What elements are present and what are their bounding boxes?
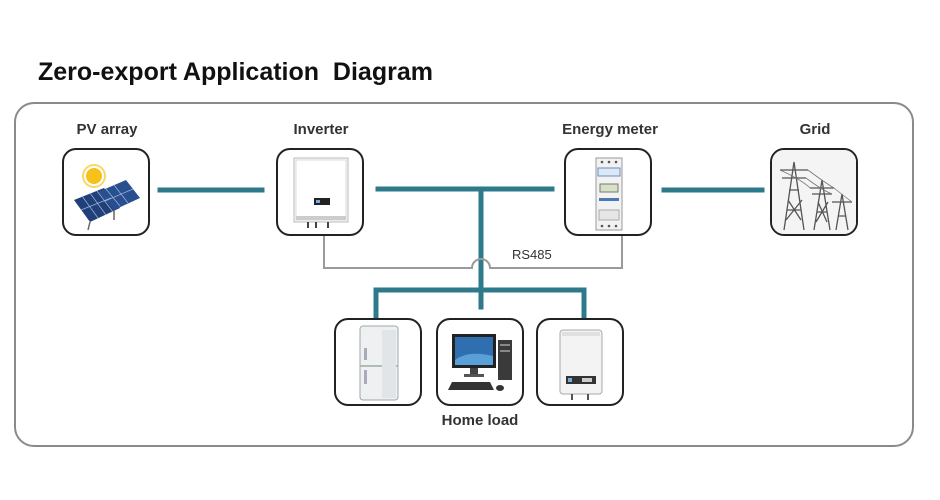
computer-box: [436, 318, 524, 406]
energy-meter-icon: [595, 157, 623, 231]
home-load-label: Home load: [441, 412, 519, 429]
power-lines: [157, 186, 765, 319]
heater-box: [536, 318, 624, 406]
diagram-title: Zero-export Application Diagram: [38, 58, 433, 86]
energy-meter-label: Energy meter: [562, 121, 658, 138]
grid-box: [770, 148, 858, 236]
pv-array-label: PV array: [76, 121, 138, 138]
computer-icon: [448, 334, 512, 391]
water-heater-icon: [559, 329, 603, 400]
inverter-label: Inverter: [293, 121, 349, 138]
inverter-box: [276, 148, 364, 236]
diagram-frame: [14, 102, 914, 447]
rs485-comm-line: [323, 236, 623, 269]
inverter-icon: [293, 157, 349, 228]
load-bus-line: [373, 287, 587, 319]
power-tower-icon: [772, 150, 856, 234]
pv-array-box: [62, 148, 150, 236]
grid-label: Grid: [799, 121, 831, 138]
rs485-label: RS485: [512, 247, 552, 262]
fridge-box: [334, 318, 422, 406]
energy-meter-box: [564, 148, 652, 236]
refrigerator-icon: [359, 325, 399, 401]
solar-panel-icon: [74, 164, 140, 231]
